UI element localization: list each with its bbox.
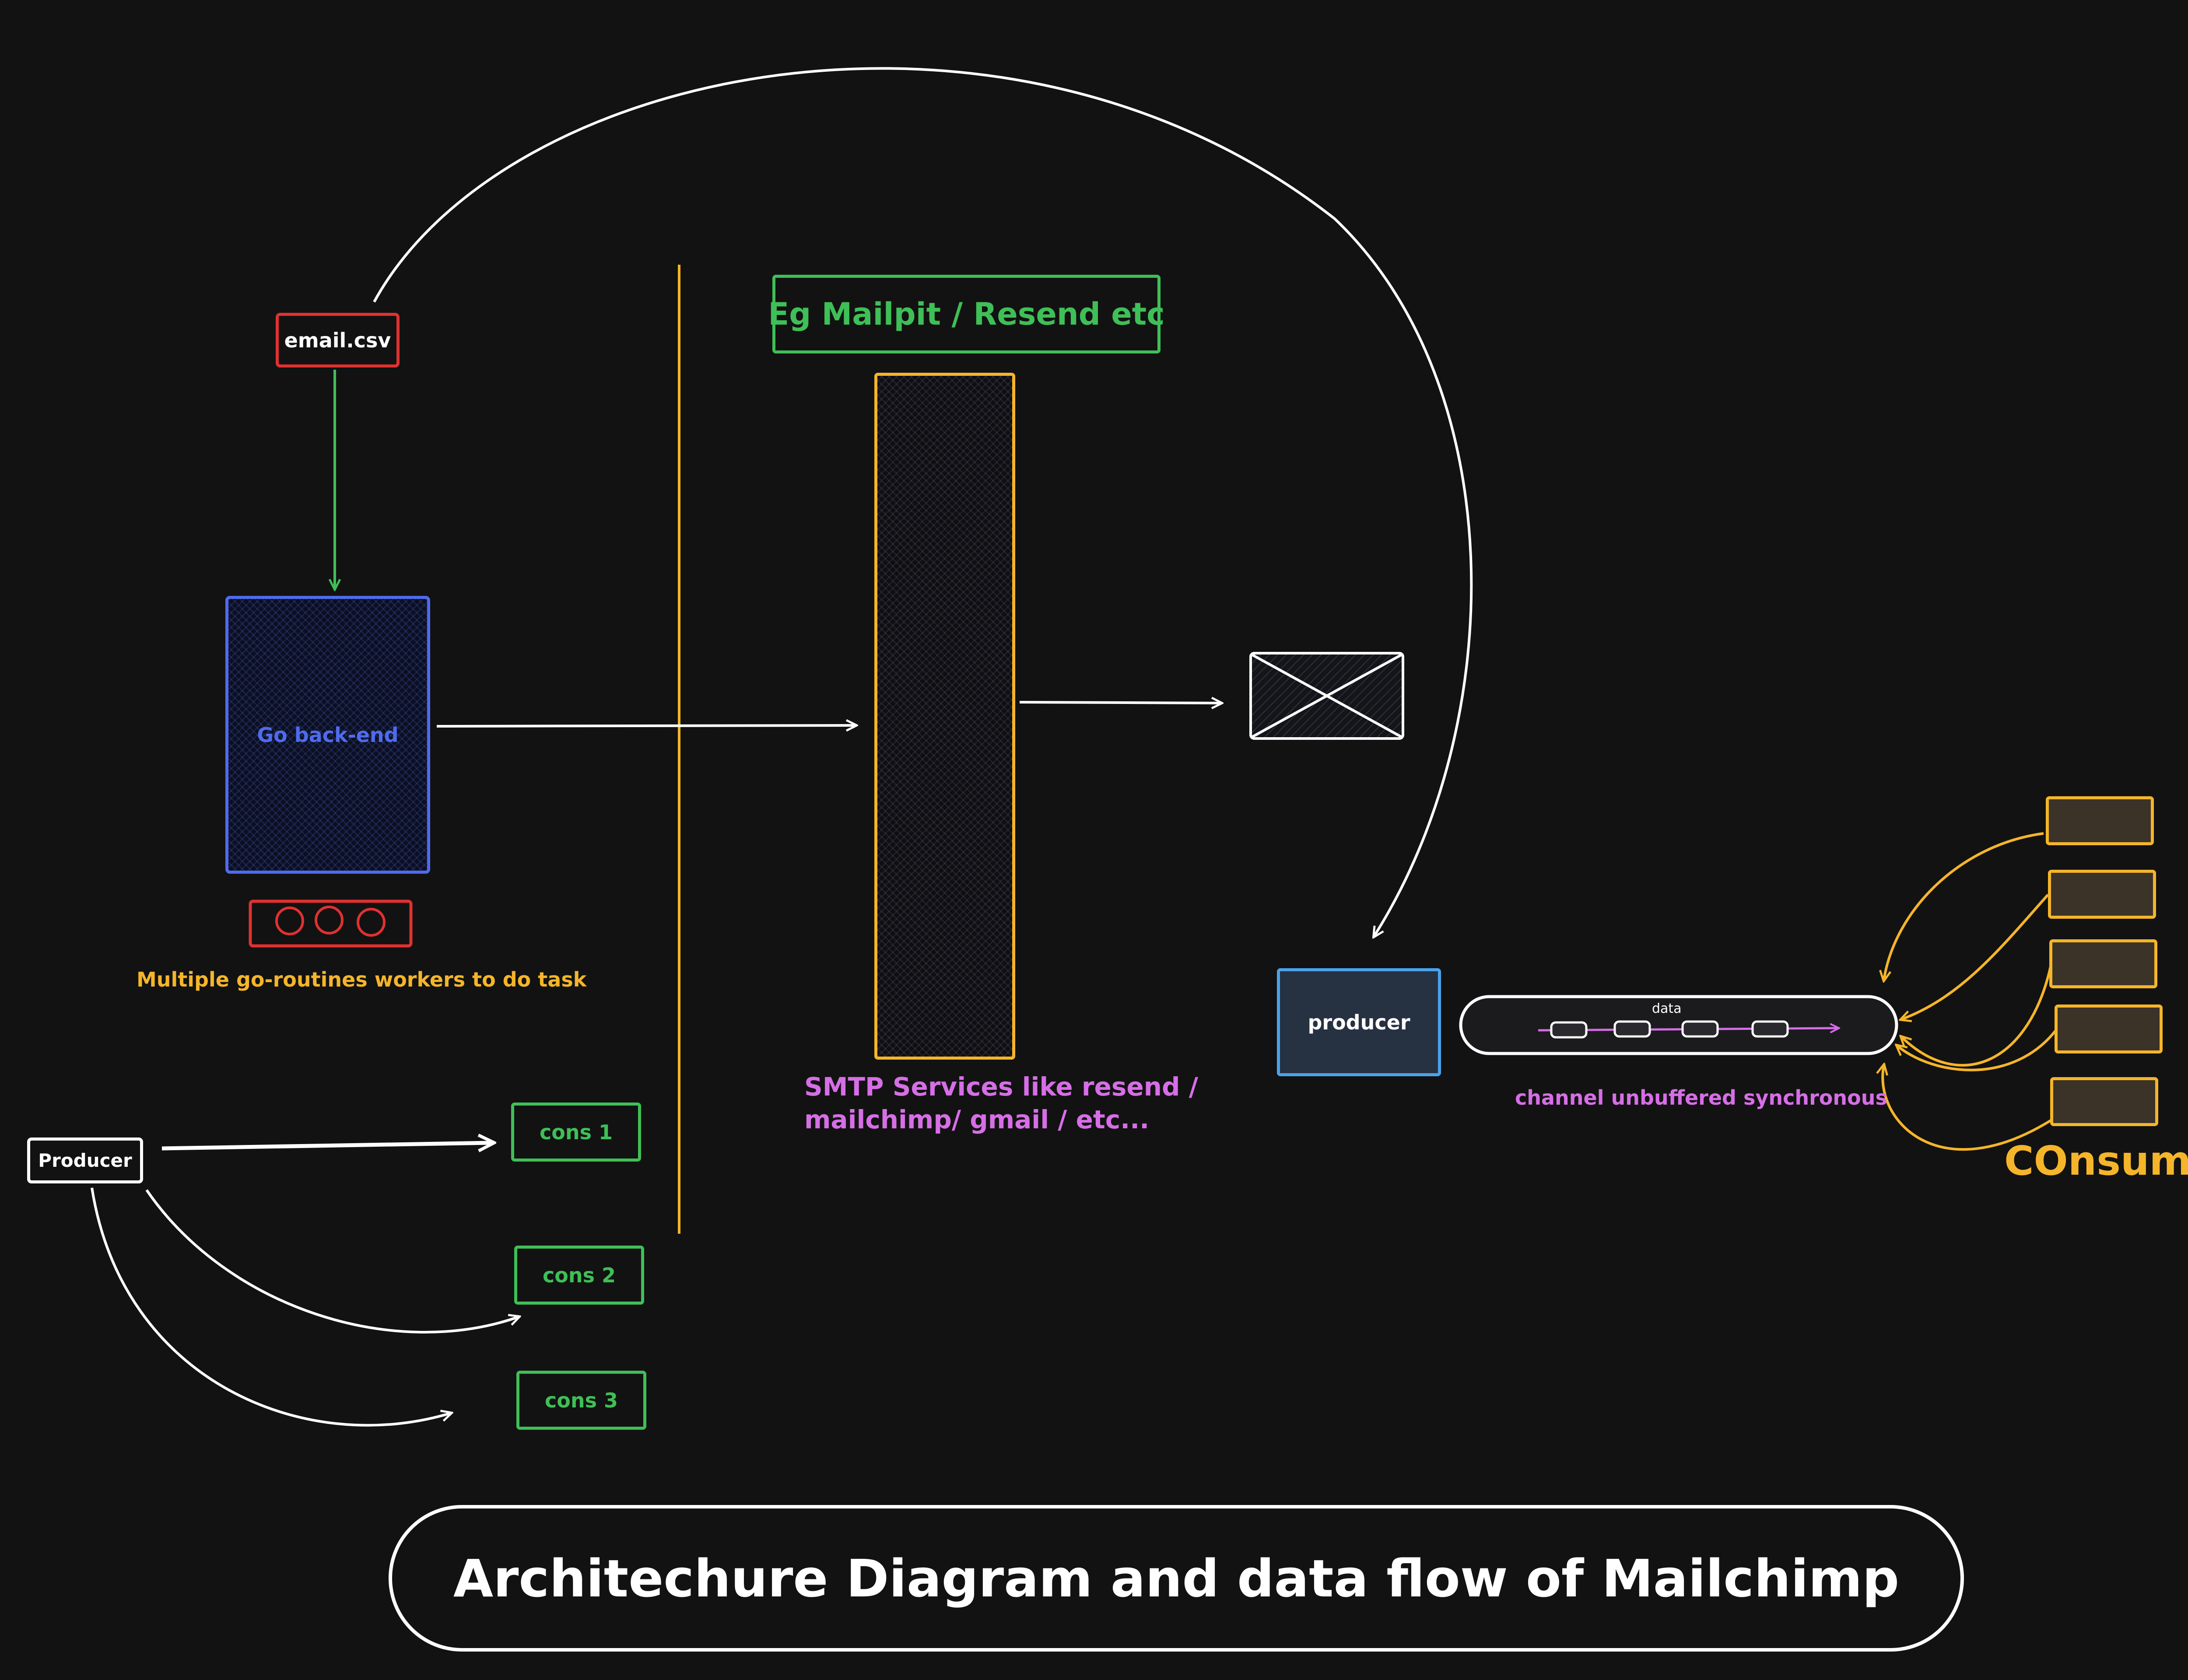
csv-to-producer-arrow <box>373 67 1473 936</box>
consumer-label-3: cons 3 <box>544 1388 618 1412</box>
consumer-node-3: cons 3 <box>516 1371 646 1430</box>
worker-circle <box>315 906 344 934</box>
consumer2-to-channel-arrow <box>1901 894 2049 1019</box>
channel-pipe <box>1459 995 1898 1055</box>
consumer1-to-channel-arrow <box>1884 832 2044 980</box>
consumer-box-5 <box>2050 1077 2158 1126</box>
producer-to-cons2-arrow <box>145 1189 519 1334</box>
backend-to-smtp-arrow <box>436 725 856 726</box>
consumer-box-3 <box>2049 939 2157 988</box>
consumer5-to-channel-arrow <box>1883 1065 2052 1151</box>
producer-to-cons1-arrow <box>161 1143 492 1148</box>
channel-slot <box>1751 1020 1789 1038</box>
go-backend-node: Go back-end <box>225 596 430 874</box>
service-header-node: Eg Mailpit / Resend etc <box>768 275 1165 354</box>
go-backend-label: Go back-end <box>257 723 399 747</box>
consumer-box-4 <box>2055 1004 2163 1054</box>
service-header-label: Eg Mailpit / Resend etc <box>768 296 1165 332</box>
smtp-service-node <box>874 373 1015 1060</box>
envelope-icon <box>1249 652 1404 740</box>
consumer-label-1: cons 1 <box>539 1120 613 1144</box>
producer-to-cons3-arrow <box>91 1187 451 1427</box>
producer-node-right: producer <box>1277 968 1441 1076</box>
consumer-node-2: cons 2 <box>514 1246 644 1305</box>
channel-caption: channel unbuffered synchronous <box>1515 1086 1887 1110</box>
channel-data-label: data <box>1652 1001 1682 1016</box>
producer-label-right: producer <box>1308 1010 1410 1034</box>
consumer-node-1: cons 1 <box>511 1102 641 1162</box>
producer-node-left: Producer <box>27 1138 143 1183</box>
channel-slot <box>1550 1021 1588 1039</box>
consumer-label-2: cons 2 <box>542 1263 616 1287</box>
goroutine-workers <box>249 900 413 948</box>
diagram-title-banner: Architechure Diagram and data flow of Ma… <box>389 1505 1964 1652</box>
channel-slot <box>1681 1020 1719 1038</box>
consumer4-to-channel-arrow <box>1897 1029 2057 1071</box>
workers-caption: Multiple go-routines workers to do task <box>137 968 587 991</box>
worker-circle <box>275 906 304 935</box>
diagram-title: Architechure Diagram and data flow of Ma… <box>453 1548 1900 1609</box>
smtp-to-envelope-arrow <box>1019 702 1221 703</box>
worker-circle <box>357 908 386 937</box>
smtp-caption-line2: mailchimp/ gmail / etc... <box>804 1105 1150 1134</box>
consumers-title: COnsumers <box>2004 1138 2188 1184</box>
producer-label-left: Producer <box>38 1150 132 1171</box>
email-csv-label: email.csv <box>284 328 391 352</box>
channel-slot <box>1613 1020 1651 1038</box>
email-csv-node: email.csv <box>276 313 400 368</box>
smtp-caption-line1: SMTP Services like resend / <box>804 1072 1198 1102</box>
consumer-box-1 <box>2046 796 2154 845</box>
consumer3-to-channel-arrow <box>1901 962 2053 1067</box>
consumer-box-2 <box>2048 870 2156 919</box>
